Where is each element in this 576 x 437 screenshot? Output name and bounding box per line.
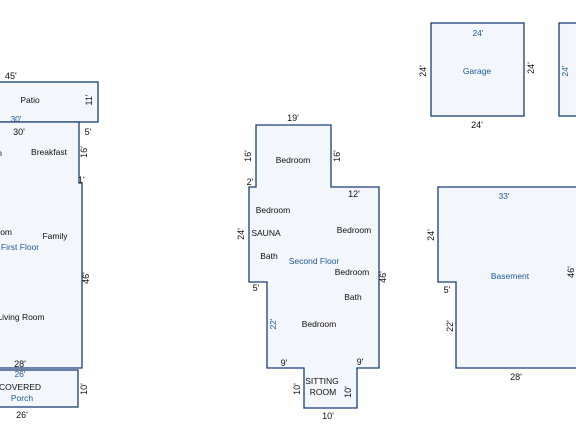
second-floor-lower-left-dim: 5'	[253, 283, 260, 293]
basement-bottom-dim: 28'	[510, 372, 522, 382]
second-floor-outline	[248, 124, 380, 409]
sitting-room-label-line2: ROOM	[310, 387, 336, 397]
garage-plan: 24' 24' Garage 24' 24' 24'	[418, 22, 576, 130]
garage-top-dim: 24'	[472, 28, 483, 38]
basement-lower-left-dim: 22'	[445, 320, 455, 332]
patio-outline	[0, 81, 99, 123]
bedroom-top-label: Bedroom	[276, 155, 311, 165]
porch-plan: 26' COVERED Porch 10' 26'	[0, 369, 89, 420]
porch-side-dim: 10'	[79, 383, 89, 395]
first-floor-area-label: First Floor	[1, 242, 39, 252]
adjacent-plan-dim: 24'	[560, 65, 570, 76]
garage-left-dim: 24'	[418, 65, 428, 77]
sitting-room-right-dim: 10'	[343, 386, 353, 398]
patio-inner-dim: 30'	[10, 114, 21, 124]
second-floor-right-dim: 46'	[378, 271, 388, 283]
first-floor-outline	[0, 121, 83, 369]
room-partial-label: om	[0, 227, 12, 237]
sitting-room-bottom-dim: 10'	[322, 411, 334, 421]
basement-area-label: Basement	[491, 271, 530, 281]
basement-outline	[437, 186, 576, 369]
basement-top-dim: 33'	[498, 191, 509, 201]
bath-left-label: Bath	[260, 251, 278, 261]
second-floor-left-top-dim: 16'	[243, 150, 253, 162]
garage-outline	[430, 22, 525, 117]
second-floor-step-right-dim: 12'	[348, 189, 360, 199]
porch-outline	[0, 369, 79, 408]
bedroom-right-label: Bedroom	[337, 225, 372, 235]
bedroom-left-label: Bedroom	[256, 205, 291, 215]
porch-area-label: Porch	[11, 393, 33, 403]
second-floor-right-top-dim: 16'	[332, 150, 342, 162]
second-floor-step-left-dim: 2'	[247, 177, 254, 187]
bath-right-label: Bath	[344, 292, 362, 302]
second-floor-bottom-right-dim: 9'	[357, 357, 364, 367]
porch-bottom-dim: 26'	[16, 410, 28, 420]
second-floor-bottom-left-dim: 9'	[281, 358, 288, 368]
second-floor-left-dim: 24'	[236, 228, 246, 240]
patio-side-dim: 11'	[84, 94, 94, 105]
family-label: Family	[42, 231, 68, 241]
first-floor-notch-dim: 1'	[78, 175, 85, 185]
first-floor-right-upper-dim: 16'	[79, 146, 89, 158]
basement-plan: 33' 24' Basement 46' 5' 22' 28'	[426, 186, 576, 382]
porch-top-dim: 26'	[14, 369, 25, 379]
sitting-room-label-line1: SITTING	[305, 376, 339, 386]
basement-left-dim: 24'	[426, 229, 436, 241]
living-room-label: Living Room	[0, 312, 45, 322]
kitchen-partial-label: n	[0, 148, 2, 158]
garage-right-dim: 24'	[526, 62, 536, 74]
second-floor-plan: 19' 16' 16' Bedroom 2' 12' Bedroom 24' S…	[236, 113, 388, 421]
second-floor-area-label: Second Floor	[289, 256, 340, 266]
bedroom-mid-label: Bedroom	[335, 267, 370, 277]
patio-top-dim: 45'	[5, 71, 17, 81]
second-floor-lower-left-side-dim: 22'	[268, 318, 278, 329]
covered-label: COVERED	[0, 382, 41, 392]
patio-label: Patio	[20, 95, 40, 105]
basement-right-partial-dim: 46'	[566, 266, 576, 278]
first-floor-right-dim: 46'	[81, 272, 91, 284]
basement-step-dim: 5'	[444, 285, 451, 295]
garage-area-label: Garage	[463, 66, 492, 76]
garage-bottom-dim: 24'	[471, 120, 483, 130]
bedroom-bottom-label: Bedroom	[302, 319, 337, 329]
first-floor-top-right-dim: 5'	[85, 127, 92, 137]
first-floor-plan: 45' Patio 11' 30' 30' 5' 16' n Breakfast…	[0, 71, 99, 369]
first-floor-bottom-dim: 28'	[14, 359, 26, 369]
breakfast-label: Breakfast	[31, 147, 68, 157]
sauna-label: SAUNA	[251, 228, 281, 238]
sitting-room-left-dim: 10'	[292, 383, 302, 395]
second-floor-top-dim: 19'	[287, 113, 299, 123]
adjacent-plan-outline	[558, 22, 576, 117]
first-floor-top-dim: 30'	[13, 127, 25, 137]
